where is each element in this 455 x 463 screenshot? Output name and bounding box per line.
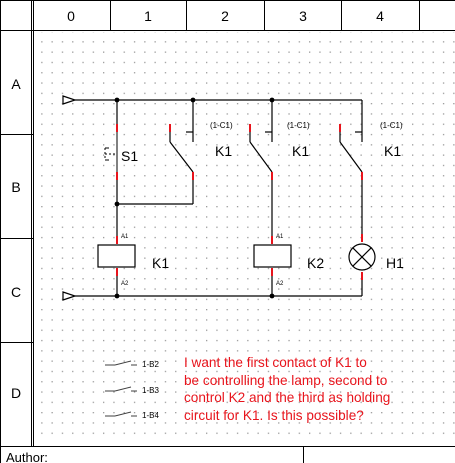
legend-contact-2-icon	[105, 386, 137, 392]
row-header-a: A	[11, 76, 21, 92]
legend-item-3: 1-B4	[142, 411, 159, 420]
wiring	[116, 100, 363, 296]
annotation-line-1: I want the first contact of K1 to	[184, 355, 367, 370]
bottom-rail-arrow	[62, 291, 77, 301]
annotation-line-3: control K2 and the third as holding	[184, 390, 391, 406]
s1-label: S1	[121, 148, 138, 164]
legend-contact-1-icon	[105, 360, 137, 366]
legend-item-2: 1-B3	[142, 386, 159, 395]
coil-k1-terminal-a2: A2	[121, 281, 129, 287]
k1-contact-2-icon	[249, 131, 273, 173]
power-rails	[62, 95, 362, 301]
column-headers: 0 1 2 3 4	[67, 8, 384, 24]
contact-ref-3: (1-C1)	[380, 121, 403, 130]
coil-k2-terminal-a2: A2	[276, 281, 284, 287]
contact-label-k1-3: K1	[384, 143, 401, 159]
legend-item-1: 1-B2	[142, 360, 159, 369]
row-header-d: D	[11, 385, 21, 401]
author-label: Author:	[6, 450, 48, 463]
contact-ref-1: (1-C1)	[210, 121, 233, 130]
column-header-3: 3	[299, 8, 307, 24]
column-header-1: 1	[144, 8, 152, 24]
coil-k1-terminal-a1: A1	[121, 234, 129, 240]
coil-k2-terminal-a1: A1	[276, 234, 284, 240]
annotation-line-2: be controlling the lamp, second to	[184, 372, 388, 388]
lamp-h1-icon	[348, 243, 376, 271]
column-header-2: 2	[221, 8, 229, 24]
annotation-note: I want the first contact of K1 to be con…	[184, 354, 446, 424]
contact-label-k1-1: K1	[215, 143, 232, 159]
column-header-4: 4	[376, 8, 384, 24]
annotation-line-4: circuit for K1. Is this possible?	[184, 407, 364, 423]
top-rail-arrow	[62, 95, 77, 105]
column-header-0: 0	[67, 8, 75, 24]
contact-ref-2: (1-C1)	[287, 121, 310, 130]
coil-k1-icon	[97, 244, 136, 268]
row-headers: A B C D	[11, 76, 21, 401]
coil-k2-icon	[253, 244, 292, 268]
coil-k2-label: K2	[307, 255, 324, 271]
k1-contact-3-icon	[339, 131, 363, 173]
coil-k1-label: K1	[152, 255, 169, 271]
contact-label-k1-2: K1	[292, 143, 309, 159]
terminal-markers	[116, 124, 363, 280]
lamp-h1-label: H1	[386, 255, 404, 271]
row-header-b: B	[11, 179, 20, 195]
s1-pushbutton-icon	[104, 147, 117, 161]
k1-contact-1-icon	[169, 131, 194, 173]
row-header-c: C	[11, 284, 21, 300]
legend-contact-3-icon	[105, 411, 137, 417]
